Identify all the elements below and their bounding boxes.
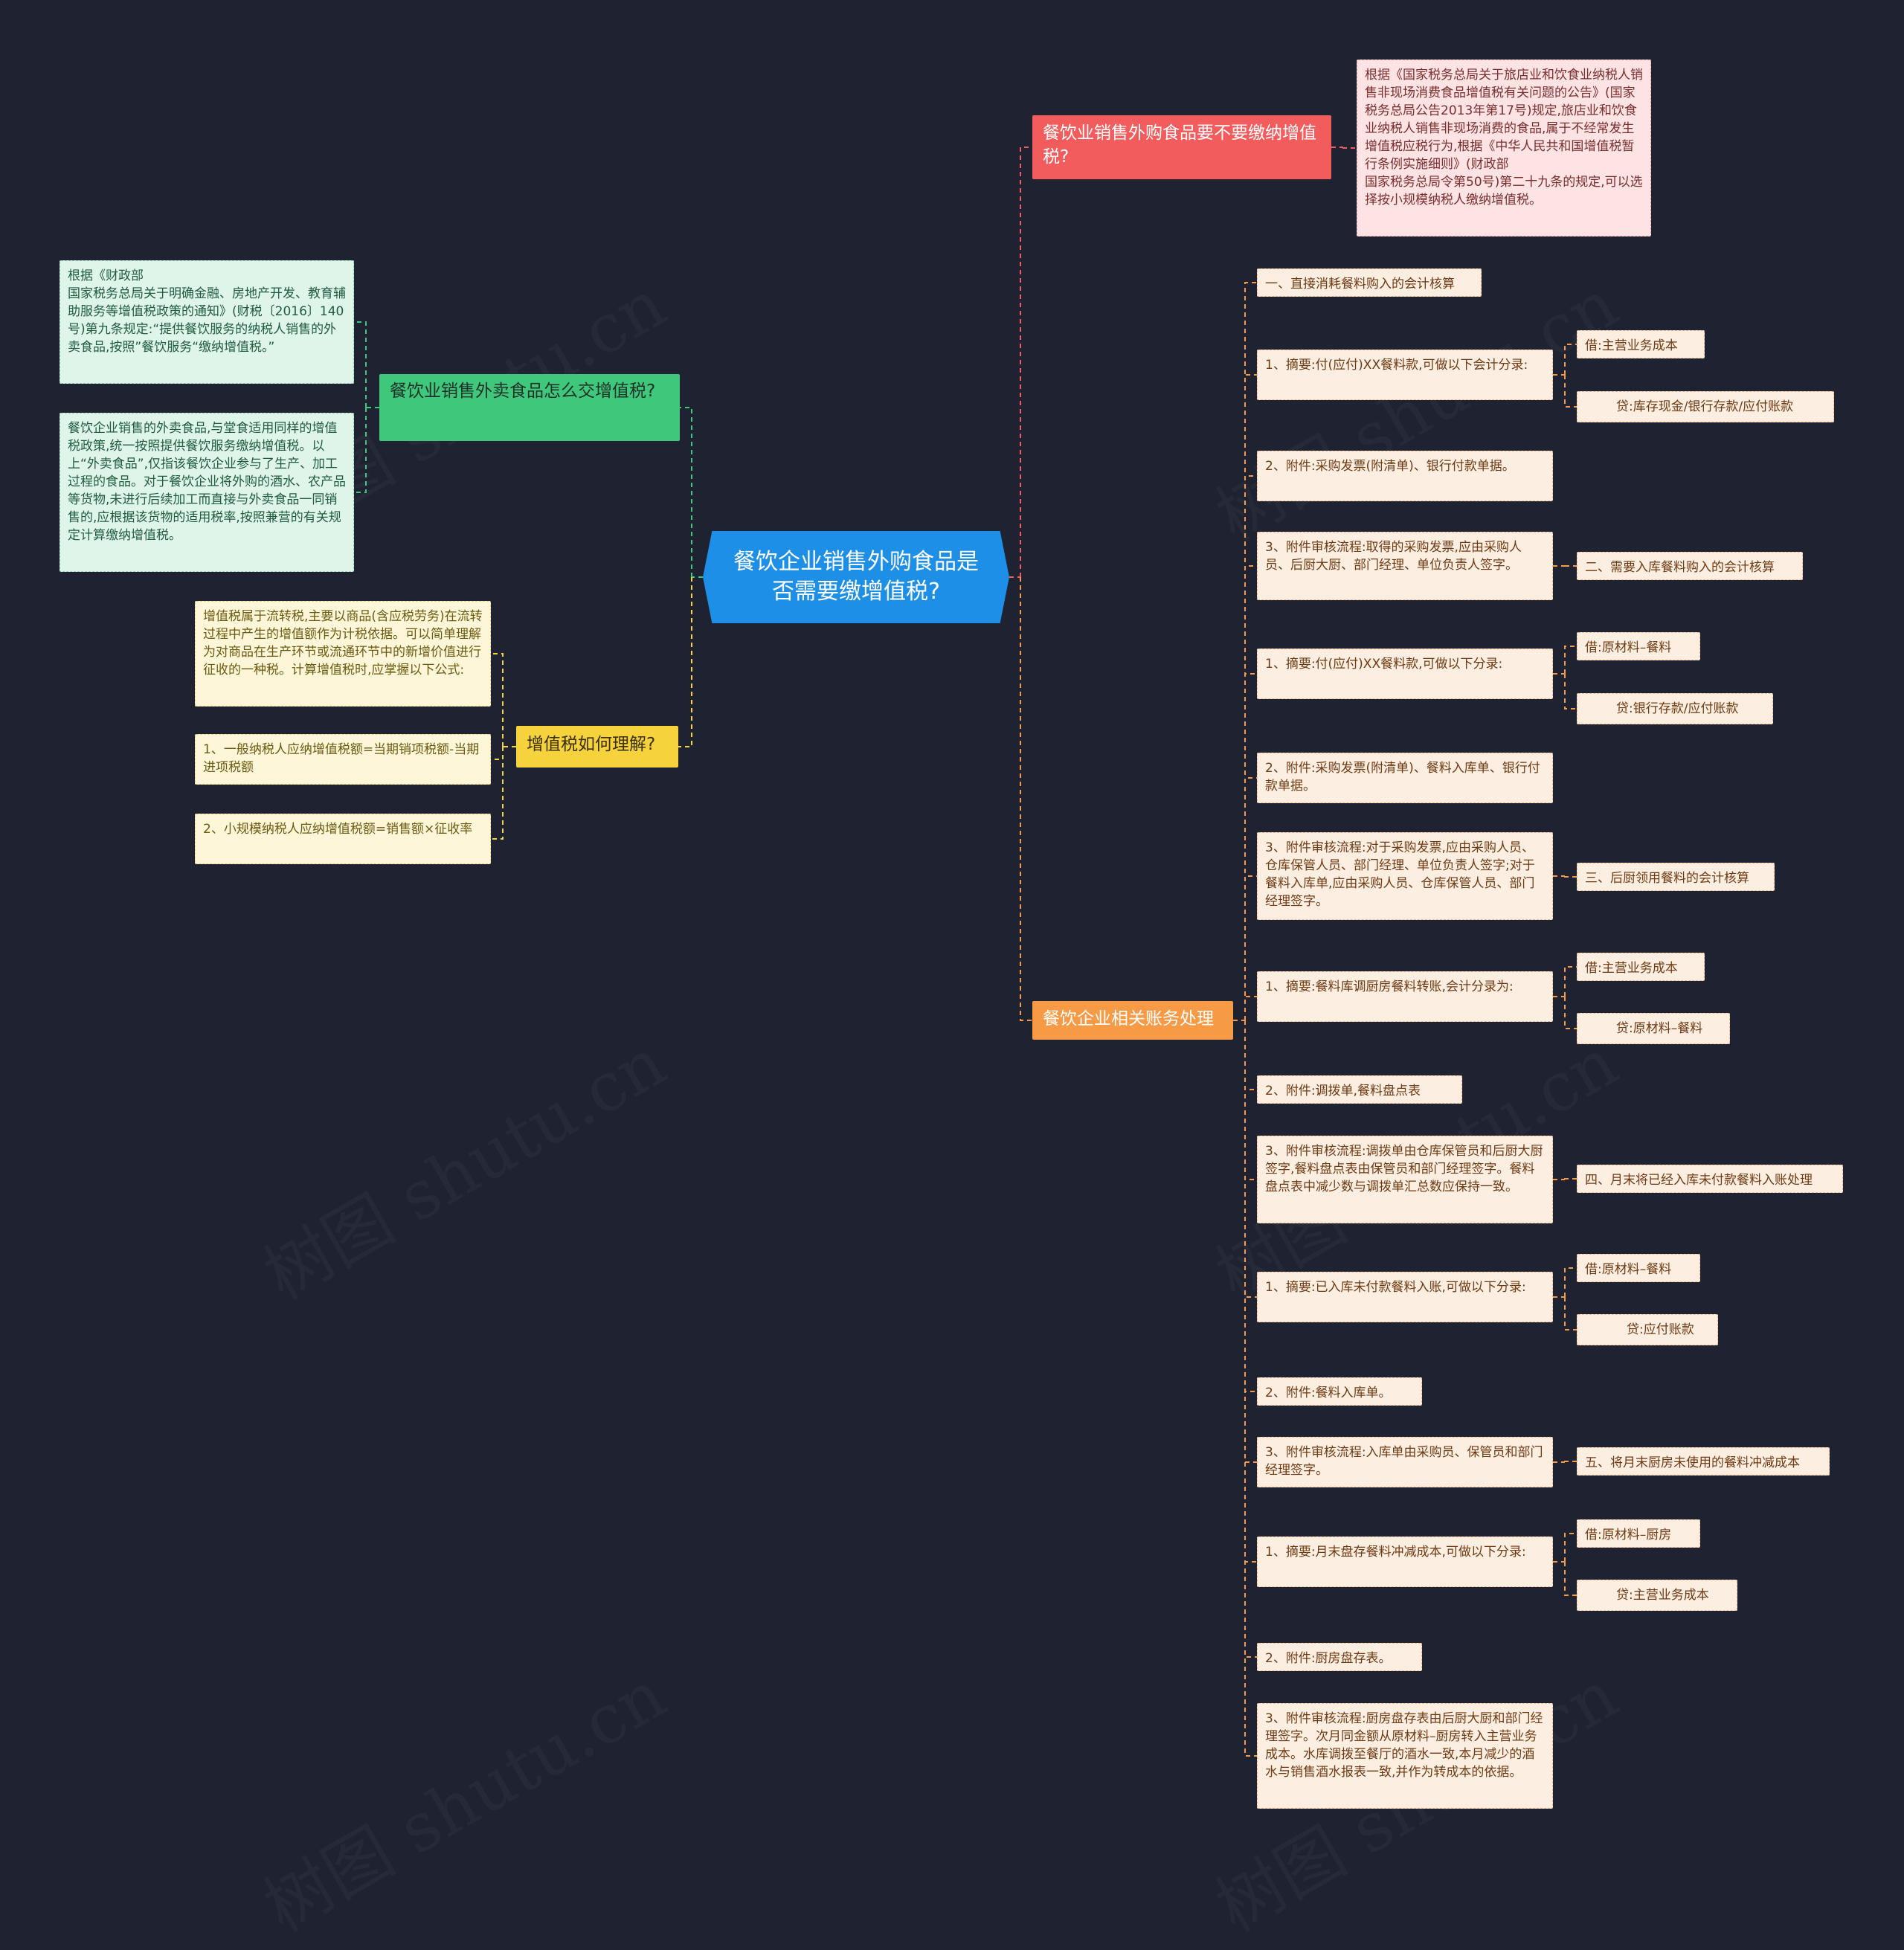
connector-line — [1244, 875, 1257, 1020]
connector-line — [1244, 1020, 1257, 1180]
acc-credit[interactable]: 贷:原材料–餐料 — [1577, 1013, 1730, 1044]
acc-debit[interactable]: 借:主营业务成本 — [1577, 953, 1705, 981]
connector-line — [678, 577, 692, 747]
connector-line — [680, 407, 692, 577]
leaf-vat-definition[interactable]: 增值税属于流转税,主要以商品(含应税劳务)在流转过程中产生的增值额作为计税依据。… — [195, 601, 491, 707]
branch-accounting[interactable]: 餐饮企业相关账务处理 — [1032, 1001, 1233, 1040]
connector-line — [1244, 1020, 1257, 1298]
acc-review-2[interactable]: 3、附件审核流程:对于采购发票,应由采购人员、仓库保管人员、部门经理、单位负责人… — [1257, 832, 1553, 920]
acc-credit[interactable]: 贷:主营业务成本 — [1577, 1580, 1737, 1611]
connector-line — [1564, 646, 1577, 674]
leaf-takeout-explanation[interactable]: 餐饮企业销售的外卖食品,与堂食适用同样的增值税政策,统一按照提供餐饮服务缴纳增值… — [60, 413, 354, 572]
connector-line — [1244, 475, 1257, 1020]
acc-entry-3[interactable]: 1、摘要:餐料库调厨房餐料转账,会计分录为: — [1257, 971, 1553, 1022]
acc-attachment-4[interactable]: 2、附件:餐料入库单。 — [1257, 1377, 1422, 1406]
acc-review-1[interactable]: 3、附件审核流程:取得的采购发票,应由采购人员、后厨大厨、部门经理、单位负责人签… — [1257, 532, 1553, 600]
acc-attachment-5[interactable]: 2、附件:厨房盘存表。 — [1257, 1643, 1422, 1671]
connector-line — [1020, 147, 1032, 577]
connector-line — [1564, 966, 1577, 997]
connector-line — [354, 321, 367, 408]
acc-entry-5[interactable]: 1、摘要:月末盘存餐料冲减成本,可做以下分录: — [1257, 1536, 1553, 1587]
acc-debit[interactable]: 借:原材料–厨房 — [1577, 1519, 1700, 1548]
leaf-small-taxpayer-formula[interactable]: 2、小规模纳税人应纳增值税额=销售额×征收率 — [195, 814, 491, 864]
leaf-need-vat-policy[interactable]: 根据《国家税务总局关于旅店业和饮食业纳税人销售非现场消费食品增值税有关问题的公告… — [1357, 59, 1651, 236]
connector-line — [1244, 282, 1257, 1020]
connector-line — [1244, 1020, 1257, 1563]
connector-line — [1564, 1562, 1577, 1596]
acc-section-2[interactable]: 二、需要入库餐料购入的会计核算 — [1577, 552, 1803, 580]
connector-line — [1564, 674, 1577, 709]
leaf-general-taxpayer-formula[interactable]: 1、一般纳税人应纳增值税额=当期销项税额-当期进项税额 — [195, 734, 491, 785]
connector-line — [1244, 1020, 1257, 1463]
connector-line — [1564, 997, 1577, 1029]
leaf-takeout-policy[interactable]: 根据《财政部 国家税务总局关于明确金融、房地产开发、教育辅助服务等增值税政策的通… — [60, 260, 354, 384]
connector-line — [491, 747, 504, 840]
connector-line — [1564, 1461, 1577, 1462]
branch-need-vat[interactable]: 餐饮业销售外购食品要不要缴纳增值税? — [1032, 115, 1331, 179]
acc-attachment-2[interactable]: 2、附件:采购发票(附清单)、餐料入库单、银行付款单据。 — [1257, 753, 1553, 803]
acc-section-1[interactable]: 一、直接消耗餐料购入的会计核算 — [1257, 268, 1482, 297]
connector-line — [1564, 1297, 1577, 1330]
branch-takeout-vat[interactable]: 餐饮业销售外卖食品怎么交增值税? — [379, 374, 680, 441]
acc-debit[interactable]: 借:原材料–餐料 — [1577, 632, 1700, 660]
connector-line — [1244, 374, 1257, 1020]
acc-review-3[interactable]: 3、附件审核流程:调拨单由仓库保管员和后厨大厨签字,餐料盘点表由保管员和部门经理… — [1257, 1136, 1553, 1223]
connector-line — [1020, 577, 1032, 1021]
acc-debit[interactable]: 借:主营业务成本 — [1577, 330, 1705, 358]
acc-entry-4[interactable]: 1、摘要:已入库未付款餐料入账,可做以下分录: — [1257, 1272, 1553, 1322]
acc-section-4[interactable]: 四、月末将已经入库未付款餐料入账处理 — [1577, 1165, 1843, 1193]
acc-attachment-3[interactable]: 2、附件:调拨单,餐料盘点表 — [1257, 1075, 1462, 1104]
connector-line — [1244, 673, 1257, 1020]
acc-credit[interactable]: 贷:库存现金/银行存款/应付账款 — [1577, 391, 1834, 422]
acc-attachment-1[interactable]: 2、附件:采购发票(附清单)、银行付款单据。 — [1257, 451, 1553, 501]
acc-section-3[interactable]: 三、后厨领用餐料的会计核算 — [1577, 863, 1775, 891]
acc-credit[interactable]: 贷:银行存款/应付账款 — [1577, 693, 1773, 724]
connector-line — [1244, 1020, 1257, 1757]
acc-entry-2[interactable]: 1、摘要:付(应付)XX餐料款,可做以下分录: — [1257, 649, 1553, 699]
connector-line — [1564, 1267, 1577, 1297]
connector-line — [1244, 1020, 1257, 1090]
branch-understand-vat[interactable]: 增值税如何理解? — [516, 726, 678, 768]
connector-line — [1564, 344, 1577, 375]
connector-line — [1564, 375, 1577, 408]
connector-line — [1564, 876, 1577, 878]
connector-line — [1564, 1533, 1577, 1562]
connector-line — [491, 653, 504, 747]
connector-line — [1244, 1020, 1257, 1392]
connector-line — [1342, 147, 1357, 149]
connector-line — [1564, 1178, 1577, 1180]
acc-debit[interactable]: 借:原材料–餐料 — [1577, 1254, 1700, 1282]
connector-line — [1244, 777, 1257, 1020]
acc-section-5[interactable]: 五、将月末厨房未使用的餐料冲减成本 — [1577, 1447, 1830, 1476]
connector-line — [1244, 996, 1257, 1020]
root-topic[interactable]: 餐饮企业销售外购食品是否需要缴增值税? — [703, 531, 1009, 623]
connector-line — [491, 747, 504, 760]
acc-credit[interactable]: 贷:应付账款 — [1577, 1314, 1718, 1345]
connector-line — [354, 408, 367, 493]
connector-lines — [354, 147, 1577, 1757]
acc-review-4[interactable]: 3、附件审核流程:入库单由采购员、保管员和部门经理签字。 — [1257, 1437, 1553, 1487]
acc-entry-1[interactable]: 1、摘要:付(应付)XX餐料款,可做以下会计分录: — [1257, 350, 1553, 400]
acc-review-5[interactable]: 3、附件审核流程:厨房盘存表由后厨大厨和部门经理签字。次月同金额从原材料–厨房转… — [1257, 1703, 1553, 1809]
connector-line — [1244, 565, 1257, 1020]
